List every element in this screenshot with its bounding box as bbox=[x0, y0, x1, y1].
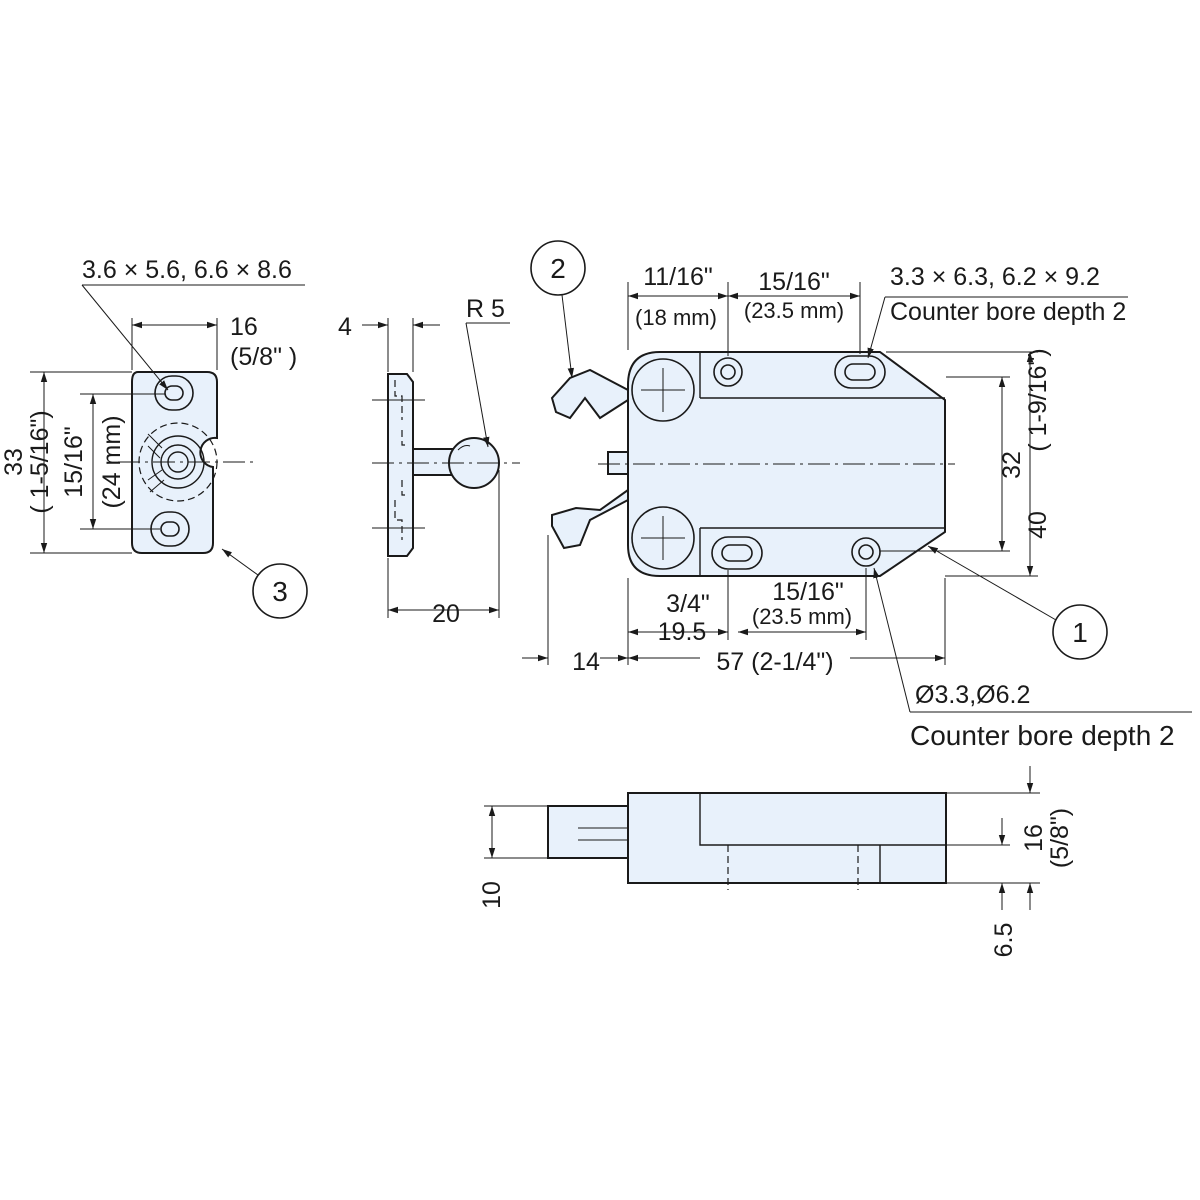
dim-height: 33 bbox=[0, 448, 28, 476]
catch-slot-bottom bbox=[711, 536, 763, 570]
hole-note: Counter bore depth 2 bbox=[910, 720, 1175, 751]
dim-pitch-inch: 15/16" bbox=[60, 426, 88, 497]
plunger-tip bbox=[607, 451, 631, 475]
dim-plate-thickness: 4 bbox=[338, 313, 352, 341]
catch-slot-top bbox=[834, 355, 886, 389]
dim-bottom-pitch-inch: 3/4" bbox=[666, 590, 710, 618]
hole-leader bbox=[873, 567, 911, 713]
ball-stud-view: 4 R 5 20 bbox=[338, 295, 520, 628]
dim-length: 57 (2-1/4") bbox=[716, 648, 833, 676]
catch-hole-small-bottom bbox=[851, 537, 881, 567]
dim-width-inch: (5/8" ) bbox=[230, 343, 297, 371]
slot-leader bbox=[81, 284, 169, 391]
dim-width: 16 bbox=[230, 313, 258, 341]
dim-bottom-spacing-mm: (23.5 mm) bbox=[752, 604, 852, 629]
dim-bottom-pitch-mm: 19.5 bbox=[658, 618, 707, 646]
jaw-lower bbox=[551, 488, 629, 550]
callout-1 bbox=[1052, 604, 1108, 660]
ball-stud-neck bbox=[412, 448, 456, 476]
ball-stud-plate bbox=[387, 373, 414, 557]
catch-slot-note: Counter bore depth 2 bbox=[890, 298, 1126, 326]
plunger-bar bbox=[547, 805, 629, 859]
slot-spec: 3.6 × 5.6, 6.6 × 8.6 bbox=[82, 256, 292, 284]
catch-hole-small-top bbox=[713, 357, 743, 387]
catch-side-body bbox=[627, 792, 947, 884]
dim-height-inch: ( 1-5/16") bbox=[26, 410, 54, 513]
strike-plate-slot-bottom bbox=[150, 511, 190, 547]
callout-3-label: 3 bbox=[272, 576, 288, 607]
callout-3 bbox=[252, 563, 308, 619]
dim-inner-height: 32 bbox=[998, 451, 1026, 479]
dim-top-spacing-inch: 15/16" bbox=[758, 268, 829, 296]
callout-1-label: 1 bbox=[1072, 617, 1088, 648]
dim-top-pitch-inch: 11/16" bbox=[643, 263, 713, 291]
dim-side-height-inch: (5/8") bbox=[1046, 808, 1074, 868]
catch-top-view: 11/16" (18 mm) 15/16" (23.5 mm) 3.3 × 6.… bbox=[522, 240, 1192, 751]
dim-inner-height-inch: ( 1-9/16") bbox=[1024, 348, 1052, 451]
catch-slot-leader bbox=[867, 296, 886, 359]
dim-side-step: 6.5 bbox=[990, 923, 1018, 958]
catch-hole-large-top bbox=[631, 358, 695, 422]
callout-2-label: 2 bbox=[550, 253, 566, 284]
hole-spec: Ø3.3,Ø6.2 bbox=[915, 681, 1030, 709]
dim-pitch-mm: (24 mm) bbox=[98, 415, 126, 508]
catch-side-view: 10 16 (5/8") 6.5 bbox=[478, 766, 1074, 957]
dim-ball-radius: R 5 bbox=[466, 295, 505, 323]
dim-side-height: 16 bbox=[1020, 824, 1048, 852]
catch-hole-large-bottom bbox=[631, 506, 695, 570]
dim-top-pitch-mm: (18 mm) bbox=[635, 305, 717, 330]
dim-stud-length: 20 bbox=[432, 600, 460, 628]
dim-top-spacing-mm: (23.5 mm) bbox=[744, 298, 844, 323]
dim-jaw-offset: 14 bbox=[572, 648, 600, 676]
radius-leader bbox=[465, 322, 490, 448]
strike-plate-view: 16 (5/8" ) 3.6 × 5.6, 6.6 × 8.6 33 ( 1-5… bbox=[0, 256, 308, 619]
dim-bottom-spacing-inch: 15/16" bbox=[772, 578, 843, 606]
catch-slot-spec: 3.3 × 6.3, 6.2 × 9.2 bbox=[890, 263, 1100, 291]
jaw-upper bbox=[550, 368, 629, 420]
callout-2 bbox=[530, 240, 586, 296]
dim-outer-height: 40 bbox=[1024, 511, 1052, 539]
dim-plunger: 10 bbox=[478, 881, 506, 909]
